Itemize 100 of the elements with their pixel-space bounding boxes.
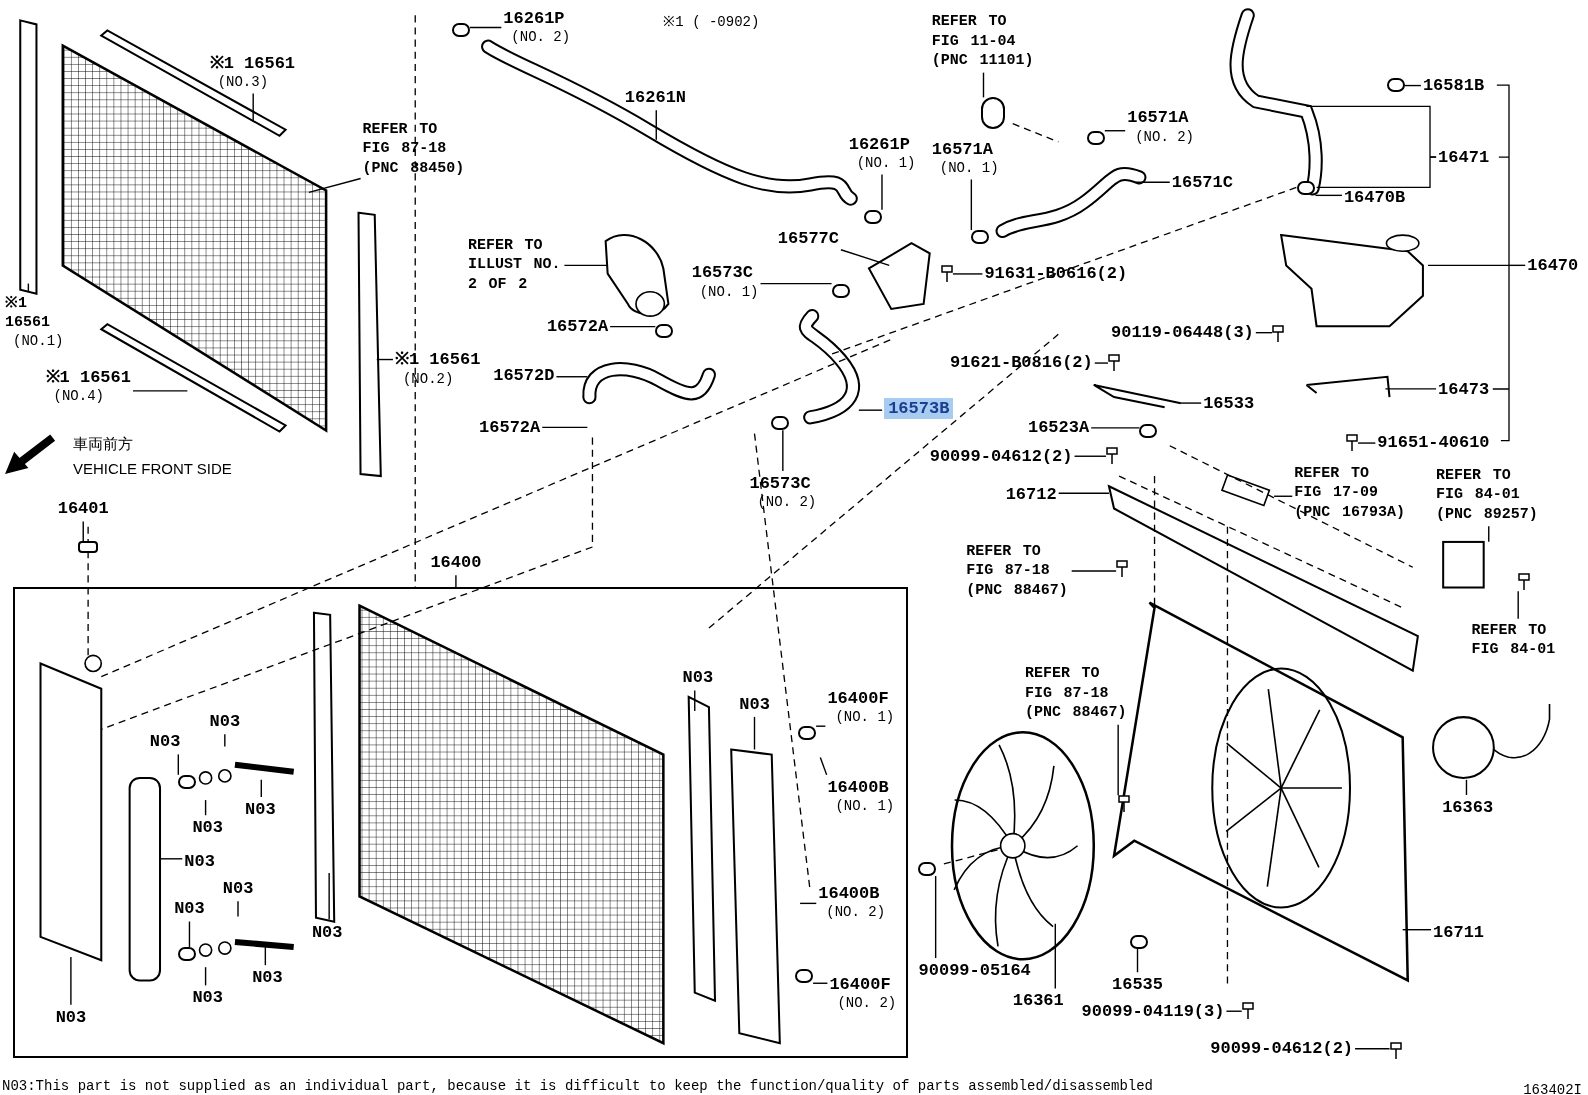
leader-line	[1136, 948, 1139, 973]
part-number: 91621-B0816(2)	[949, 352, 1093, 374]
leader-line	[934, 875, 937, 959]
reference-note: REFER TO FIG 84-01	[1471, 620, 1562, 660]
leader-line	[82, 520, 84, 542]
leader-line	[840, 249, 890, 267]
pipe-end-icon	[980, 97, 1005, 130]
reference-note: REFER TO FIG 87-18 (PNC 88450)	[362, 119, 467, 178]
leader-line	[782, 429, 784, 472]
clamp-ring-icon	[1130, 934, 1149, 949]
part-number: 90099-04119(3)	[1081, 1000, 1225, 1022]
part-variant-note: (NO.2)	[401, 370, 454, 389]
part-variant-note: (NO. 1)	[855, 154, 916, 173]
part-number: 16572A	[546, 315, 609, 338]
leader-line	[188, 920, 191, 948]
reference-note: REFER TO FIG 17-09 (PNC 16793A)	[1294, 463, 1407, 523]
part-number: 91651-40610	[1377, 432, 1490, 454]
cap-icon	[78, 540, 99, 553]
leader-line	[204, 799, 207, 816]
part-number: 16400F	[829, 974, 891, 996]
leader-line	[159, 858, 183, 860]
leader-line	[27, 282, 30, 293]
part-number: 91631-B0616(2)	[984, 263, 1128, 285]
part-number: N03	[222, 878, 254, 900]
part-number: 90099-04612(2)	[929, 445, 1073, 467]
leader-line	[260, 779, 262, 798]
leader-line	[1429, 156, 1437, 158]
part-number: N03	[184, 850, 215, 872]
bolt-icon	[1272, 325, 1285, 344]
bolt-icon	[1241, 1001, 1254, 1020]
leader-line	[264, 946, 267, 966]
leader-line	[952, 273, 984, 275]
part-variant-note: (NO. 2)	[836, 995, 897, 1013]
leader-line	[555, 376, 589, 378]
clamp-ring-icon	[770, 416, 789, 431]
part-number: 16577C	[777, 227, 839, 250]
clamp-ring-icon	[451, 23, 470, 38]
part-number: 16400	[430, 551, 482, 574]
reference-note: REFER TO ILLUST NO. 2 OF 2	[467, 235, 563, 295]
part-number: N03	[682, 667, 714, 689]
part-number: 16581B	[1422, 74, 1485, 97]
leader-line	[1057, 492, 1110, 494]
leader-line	[759, 282, 833, 285]
part-number: 16571A	[931, 138, 993, 160]
part-number: ※1 16561	[394, 349, 481, 371]
part-number: N03	[209, 710, 241, 733]
leader-line	[1225, 1010, 1243, 1012]
direction-label: 車両前方	[72, 434, 133, 456]
part-number: 16261P	[848, 133, 910, 155]
clamp-ring-icon	[795, 969, 814, 984]
part-number: N03	[252, 967, 283, 989]
leader-line	[376, 358, 394, 361]
clamp-ring-icon	[655, 324, 674, 339]
leader-line	[753, 716, 756, 751]
part-number: 16470	[1527, 255, 1579, 277]
leader-line	[1401, 929, 1432, 931]
clamp-ring-icon	[1086, 130, 1105, 145]
clamp-ring-icon	[178, 946, 197, 961]
leader-line	[819, 756, 828, 776]
leader-line	[982, 71, 985, 99]
leader-line	[1314, 194, 1343, 197]
leader-line	[609, 325, 657, 328]
leader-line	[204, 966, 207, 987]
part-number: 16572A	[479, 417, 541, 439]
reference-note: REFER TO FIG 84-01 (PNC 89257)	[1436, 465, 1540, 525]
leader-line	[177, 753, 179, 776]
leader-line	[1054, 922, 1056, 990]
clamp-ring-icon	[971, 230, 990, 244]
part-number: N03	[149, 731, 181, 753]
part-number: ※1 16561	[5, 293, 52, 333]
leader-line	[799, 902, 817, 905]
part-number: 16363	[1442, 797, 1494, 819]
leader-line	[541, 426, 589, 429]
leader-line	[655, 109, 657, 141]
part-number: 16573C	[749, 472, 811, 495]
part-number: N03	[55, 1006, 87, 1028]
part-variant-note: (NO.3)	[216, 73, 269, 92]
part-number: 16400F	[827, 687, 889, 709]
part-variant-note: (NO. 2)	[1134, 128, 1194, 147]
part-number: N03	[174, 898, 205, 920]
leader-line	[1465, 779, 1468, 796]
leader-line	[1357, 442, 1377, 444]
assembly-frame	[13, 587, 909, 1059]
part-number: 90099-04612(2)	[1210, 1038, 1354, 1060]
part-number: 16535	[1112, 974, 1163, 996]
part-number: 16533	[1203, 392, 1255, 415]
leader-line	[1488, 525, 1490, 543]
bolt-icon	[1346, 433, 1358, 452]
reference-note: REFER TO FIG 87-18 (PNC 88467)	[966, 541, 1070, 601]
leader-line	[858, 409, 883, 411]
bolt-icon	[1118, 795, 1131, 814]
reference-note: REFER TO FIG 87-18 (PNC 88467)	[1024, 664, 1129, 723]
part-number: N03	[192, 817, 223, 839]
part-number: 16572D	[493, 364, 555, 386]
clamp-ring-icon	[917, 861, 936, 876]
clamp-ring-icon	[1386, 78, 1405, 93]
leader-line	[1384, 388, 1437, 390]
part-variant-note: (NO. 2)	[510, 29, 571, 47]
part-number: 16261N	[624, 87, 687, 109]
reference-note: REFER TO FIG 11-04 (PNC 11101)	[931, 12, 1036, 71]
